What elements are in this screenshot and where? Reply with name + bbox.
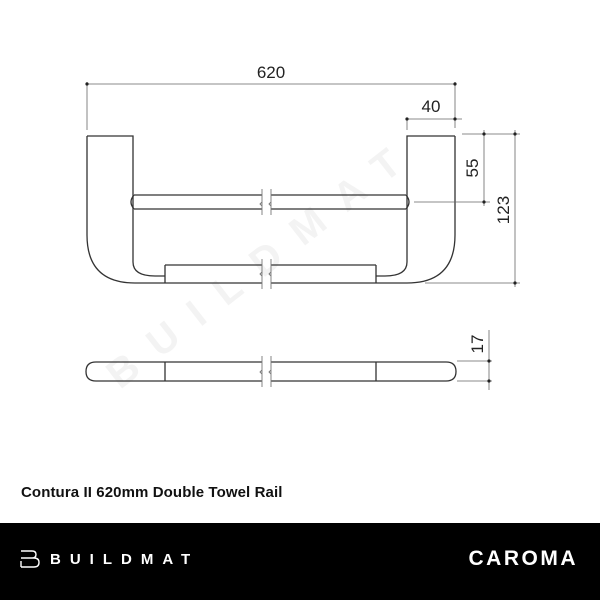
- dim-rail-diameter: 17: [468, 335, 487, 354]
- dim-overall-height: 123: [494, 196, 513, 224]
- right-bracket: [376, 135, 456, 284]
- footer-bar: BUILDMAT CAROMA: [0, 523, 600, 600]
- dim-rail-offset: 55: [463, 159, 482, 178]
- watermark: BUILDMAT: [98, 127, 426, 397]
- product-title: Contura II 620mm Double Towel Rail: [21, 484, 283, 501]
- front-view: [86, 135, 456, 284]
- top-rail: [134, 194, 406, 210]
- buildmat-wordmark: BUILDMAT: [50, 550, 200, 568]
- buildmat-logo: BUILDMAT: [20, 550, 199, 568]
- plan-view: [85, 361, 457, 382]
- caroma-logo: CAROMA: [468, 547, 578, 570]
- left-bracket: [86, 135, 165, 284]
- dim-bracket-depth: 40: [422, 97, 441, 116]
- break-marks: [259, 189, 272, 289]
- bottom-rail: [164, 264, 377, 284]
- dimension-dots: [85, 82, 517, 383]
- buildmat-b-icon: [20, 550, 40, 568]
- dim-overall-width: 620: [257, 63, 285, 82]
- svg-text:BUILDMAT: BUILDMAT: [98, 127, 426, 397]
- technical-drawing: BUILDMAT 620 40 55 123 17: [85, 63, 520, 397]
